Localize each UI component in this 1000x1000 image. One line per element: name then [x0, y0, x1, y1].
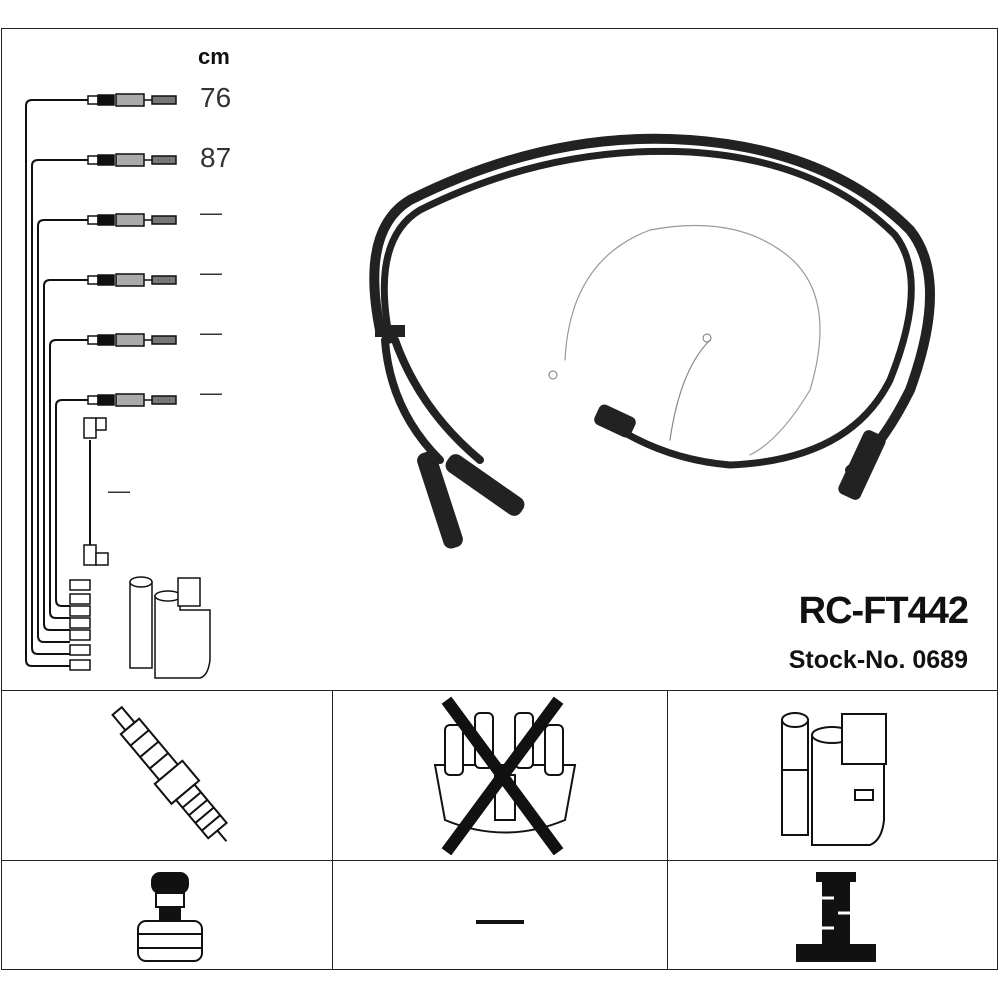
cable-schematic	[25, 93, 211, 679]
ignition-coil-icon	[781, 712, 887, 846]
ignition-cable-set-image	[369, 133, 935, 549]
cable-length-7: —	[108, 478, 130, 503]
divider	[2, 860, 997, 861]
no-terminal-dash	[476, 920, 524, 924]
diagram-frame	[1, 28, 998, 970]
divider	[332, 690, 333, 970]
divider	[667, 690, 668, 970]
divider	[2, 690, 997, 691]
coil-terminal-icon	[796, 872, 876, 962]
stock-number: Stock-No. 0689	[788, 646, 968, 674]
cable-length-5: —	[200, 320, 222, 345]
distributor-cap-crossed-icon	[433, 696, 577, 855]
cable-length-2: 87	[200, 142, 232, 173]
length-unit: cm	[198, 44, 230, 69]
plug-terminal-icon	[137, 872, 203, 962]
cable-length-1: 76	[200, 82, 232, 113]
coil-icon-small	[129, 576, 211, 679]
cable-length-3: —	[200, 200, 222, 225]
part-number: RC-FT442	[798, 590, 969, 632]
cable-length-6: —	[200, 380, 222, 405]
spark-plug-icon	[111, 705, 229, 842]
cable-length-4: —	[200, 260, 222, 285]
